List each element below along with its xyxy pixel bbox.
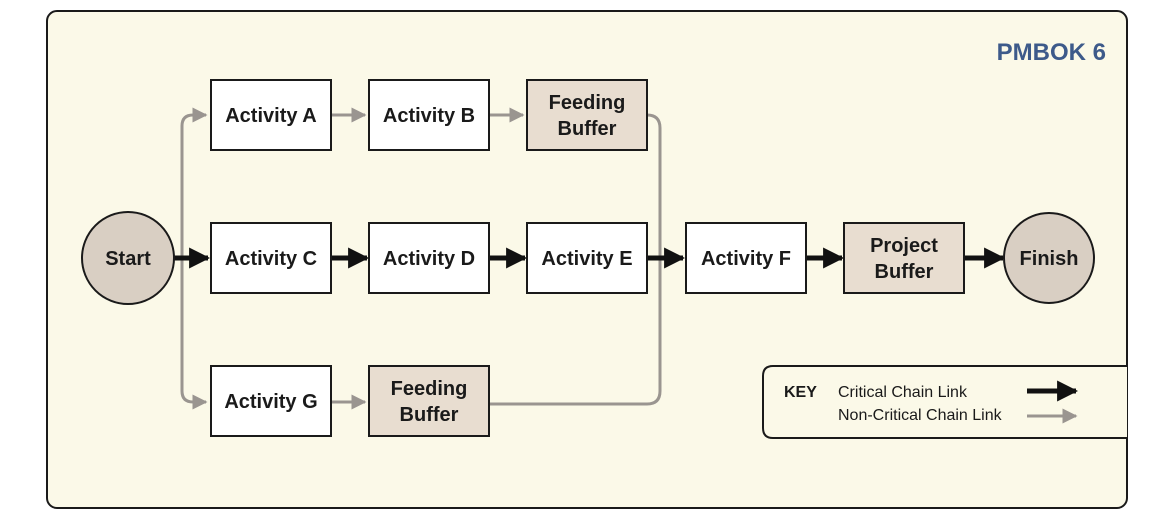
activity-a-box: Activity A: [210, 79, 332, 151]
legend-key: KEY Critical Chain Link Non-Critical Cha…: [762, 365, 1127, 439]
activity-d-box: Activity D: [368, 222, 490, 294]
activity-f-label: Activity F: [701, 248, 791, 270]
start-label: Start: [105, 248, 151, 270]
feeding-buffer-top-line1: Feeding: [549, 92, 626, 114]
feeding-buffer-bottom-line1: Feeding: [391, 378, 468, 400]
non-critical-links: [174, 107, 662, 410]
start-node: Start: [81, 211, 175, 305]
feeding-buffer-top-box: Feeding Buffer: [526, 79, 648, 151]
activity-a-label: Activity A: [225, 105, 317, 127]
link-feeding-buffer-top-merge: [646, 113, 662, 258]
activity-g-box: Activity G: [210, 365, 332, 437]
link-start-to-activity-a: [174, 107, 208, 260]
link-feeding-buffer-bottom-merge: [489, 258, 662, 406]
activity-d-label: Activity D: [383, 248, 475, 270]
activity-f-box: Activity F: [685, 222, 807, 294]
project-buffer-line2: Buffer: [875, 261, 934, 283]
legend-critical-label: Critical Chain Link: [838, 384, 968, 401]
link-start-to-activity-g: [180, 258, 208, 410]
activity-e-label: Activity E: [541, 248, 632, 270]
activity-e-box: Activity E: [526, 222, 648, 294]
activity-b-label: Activity B: [383, 105, 475, 127]
legend-title: KEY: [784, 384, 817, 401]
feeding-buffer-bottom-line2: Buffer: [400, 404, 459, 426]
project-buffer-line1: Project: [870, 235, 938, 257]
feeding-buffer-bottom-box: Feeding Buffer: [368, 365, 490, 437]
feeding-buffer-top-line2: Buffer: [558, 118, 617, 140]
finish-node: Finish: [1003, 212, 1095, 304]
activity-g-label: Activity G: [224, 391, 317, 413]
finish-label: Finish: [1020, 248, 1079, 270]
brand-label: PMBOK 6: [997, 39, 1106, 66]
project-buffer-box: Project Buffer: [843, 222, 965, 294]
activity-b-box: Activity B: [368, 79, 490, 151]
activity-c-label: Activity C: [225, 248, 317, 270]
legend-non-critical-label: Non-Critical Chain Link: [838, 407, 1003, 424]
activity-c-box: Activity C: [210, 222, 332, 294]
